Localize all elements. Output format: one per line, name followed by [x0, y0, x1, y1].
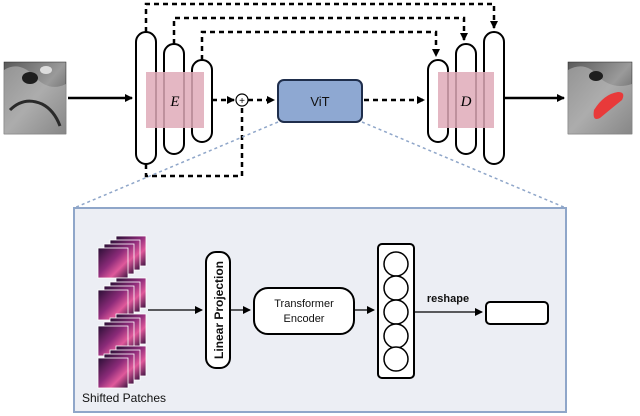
linear-projection-label: Linear Projection — [212, 261, 226, 359]
skip-connection-3 — [200, 30, 440, 60]
token-column — [377, 243, 415, 379]
vit-label: ViT — [310, 94, 329, 109]
skip-connection-2 — [172, 16, 468, 44]
transformer-encoder-block: Transformer Encoder — [253, 287, 355, 335]
vit-block: ViT — [277, 79, 363, 123]
encoder: E — [135, 31, 213, 165]
input-mri-image — [3, 61, 67, 135]
patch-stack-4 — [97, 345, 147, 389]
skip-connections — [144, 2, 498, 178]
decoder: D — [427, 31, 505, 165]
token-4 — [383, 323, 409, 349]
decoder-label: D — [460, 94, 472, 110]
callout-line-left — [73, 121, 279, 209]
decoder-block — [438, 72, 494, 128]
patch-stack-1 — [97, 235, 147, 279]
output-segmentation-image — [567, 61, 633, 135]
encoder-label: E — [169, 94, 179, 110]
linear-projection-block: Linear Projection — [205, 251, 231, 369]
encoder-block — [146, 72, 204, 128]
shifted-patches — [97, 235, 147, 389]
add-node: + — [235, 93, 249, 107]
transformer-label-line1: Transformer — [274, 298, 334, 310]
transformer-label-line2: Encoder — [284, 313, 325, 325]
callout-line-right — [361, 121, 567, 209]
reshape-label: reshape — [427, 293, 469, 305]
reshaped-output-box — [485, 301, 549, 325]
token-3 — [383, 299, 409, 325]
shifted-patches-label: Shifted Patches — [82, 391, 166, 405]
segmentation-mask — [593, 92, 624, 119]
token-1 — [383, 251, 409, 277]
skip-connection-1 — [144, 2, 498, 32]
token-2 — [383, 275, 409, 301]
add-symbol: + — [239, 96, 245, 107]
token-5 — [383, 346, 409, 372]
